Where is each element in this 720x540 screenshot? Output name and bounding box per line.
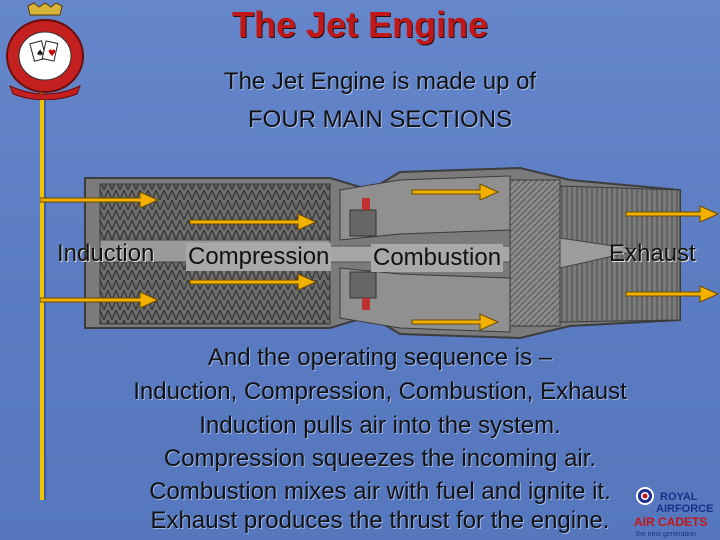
body-line-4: Compression squeezes the incoming air. [60, 445, 700, 473]
intro-line-2: FOUR MAIN SECTIONS [120, 106, 640, 134]
body-line-5: Combustion mixes air with fuel and ignit… [60, 478, 700, 506]
svg-text:♥: ♥ [48, 49, 56, 59]
turbine-section [510, 180, 560, 326]
body-line-2: Induction, Compression, Combustion, Exha… [60, 378, 700, 406]
label-compression: Compression [186, 243, 331, 271]
svg-text:AIRFORCE: AIRFORCE [656, 503, 713, 515]
raf-air-cadets-logo-icon: ROYAL AIRFORCE AIR CADETS the next gener… [634, 484, 718, 538]
body-line-6: Exhaust produces the thrust for the engi… [60, 507, 700, 535]
label-induction: Induction [55, 240, 156, 268]
intro-line-1: The Jet Engine is made up of [120, 68, 640, 96]
label-combustion: Combustion [371, 244, 503, 272]
svg-text:ROYAL: ROYAL [660, 491, 698, 503]
label-exhaust: Exhaust [607, 240, 698, 268]
svg-text:AIR CADETS: AIR CADETS [634, 515, 707, 529]
svg-text:the next generation: the next generation [636, 531, 696, 538]
svg-text:♠: ♠ [36, 49, 44, 59]
slide-title: The Jet Engine [0, 4, 720, 46]
body-line-1: And the operating sequence is – [60, 344, 700, 372]
body-line-3: Induction pulls air into the system. [60, 412, 700, 440]
